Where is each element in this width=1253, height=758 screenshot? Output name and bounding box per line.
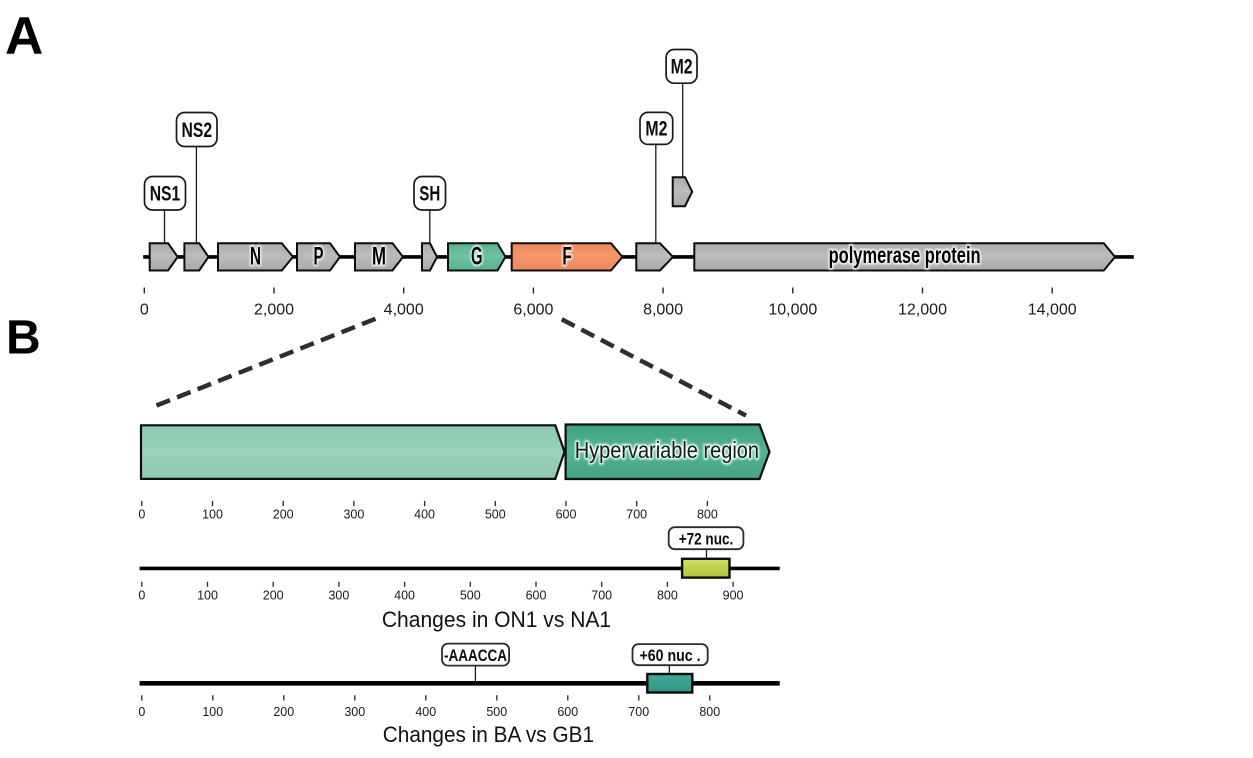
svg-text:-AAACCA: -AAACCA <box>444 647 507 665</box>
svg-text:300: 300 <box>328 589 349 603</box>
svg-text:600: 600 <box>556 508 577 522</box>
svg-text:0: 0 <box>138 705 145 719</box>
svg-text:M: M <box>372 243 386 271</box>
svg-text:G: G <box>471 243 483 271</box>
svg-text:300: 300 <box>344 705 365 719</box>
svg-text:500: 500 <box>460 589 481 603</box>
svg-text:G: G <box>471 243 483 271</box>
svg-text:A: A <box>5 7 43 66</box>
svg-text:10,000: 10,000 <box>768 302 817 319</box>
svg-text:800: 800 <box>699 705 720 719</box>
svg-text:600: 600 <box>526 589 547 603</box>
svg-text:8,000: 8,000 <box>643 302 683 319</box>
svg-text:M2: M2 <box>671 56 693 79</box>
svg-text:100: 100 <box>202 705 223 719</box>
svg-text:N: N <box>250 243 261 271</box>
svg-text:100: 100 <box>202 508 223 522</box>
svg-text:SH: SH <box>419 183 440 206</box>
svg-text:200: 200 <box>273 705 294 719</box>
svg-text:200: 200 <box>263 589 284 603</box>
svg-text:N: N <box>250 243 261 271</box>
svg-text:200: 200 <box>273 508 294 522</box>
svg-text:0: 0 <box>138 508 145 522</box>
svg-text:400: 400 <box>394 589 415 603</box>
svg-text:polymerase protein: polymerase protein <box>829 242 981 268</box>
svg-text:6,000: 6,000 <box>513 302 553 319</box>
svg-text:NS1: NS1 <box>150 183 181 206</box>
svg-text:0: 0 <box>140 302 149 319</box>
svg-text:B: B <box>6 312 41 365</box>
svg-text:400: 400 <box>414 508 435 522</box>
svg-text:700: 700 <box>591 589 612 603</box>
svg-text:700: 700 <box>626 508 647 522</box>
svg-text:14,000: 14,000 <box>1028 302 1077 319</box>
svg-text:500: 500 <box>486 705 507 719</box>
svg-text:+72 nuc.: +72 nuc. <box>679 530 734 548</box>
svg-text:Hypervariable region: Hypervariable region <box>575 437 759 463</box>
svg-text:F: F <box>562 243 572 271</box>
svg-text:12,000: 12,000 <box>898 302 947 319</box>
svg-text:Hypervariable region: Hypervariable region <box>575 437 759 463</box>
svg-text:400: 400 <box>415 705 436 719</box>
svg-text:M: M <box>372 243 386 271</box>
svg-text:+60 nuc .: +60 nuc . <box>640 647 701 665</box>
svg-text:0: 0 <box>138 589 145 603</box>
svg-text:P: P <box>314 243 324 271</box>
svg-text:500: 500 <box>485 508 506 522</box>
svg-text:700: 700 <box>628 705 649 719</box>
svg-text:Changes in BA vs GB1: Changes in BA vs GB1 <box>383 722 594 747</box>
svg-text:300: 300 <box>343 508 364 522</box>
svg-text:NS2: NS2 <box>182 119 213 142</box>
svg-text:4,000: 4,000 <box>384 302 424 319</box>
svg-text:F: F <box>562 243 572 271</box>
svg-text:800: 800 <box>697 508 718 522</box>
svg-text:100: 100 <box>197 589 218 603</box>
svg-text:Changes in ON1 vs NA1: Changes in ON1 vs NA1 <box>382 607 611 632</box>
svg-text:600: 600 <box>557 705 578 719</box>
svg-text:2,000: 2,000 <box>254 302 294 319</box>
svg-text:P: P <box>314 243 324 271</box>
svg-text:polymerase protein: polymerase protein <box>829 242 981 268</box>
svg-text:M2: M2 <box>645 118 667 141</box>
svg-text:900: 900 <box>723 589 744 603</box>
svg-text:800: 800 <box>657 589 678 603</box>
